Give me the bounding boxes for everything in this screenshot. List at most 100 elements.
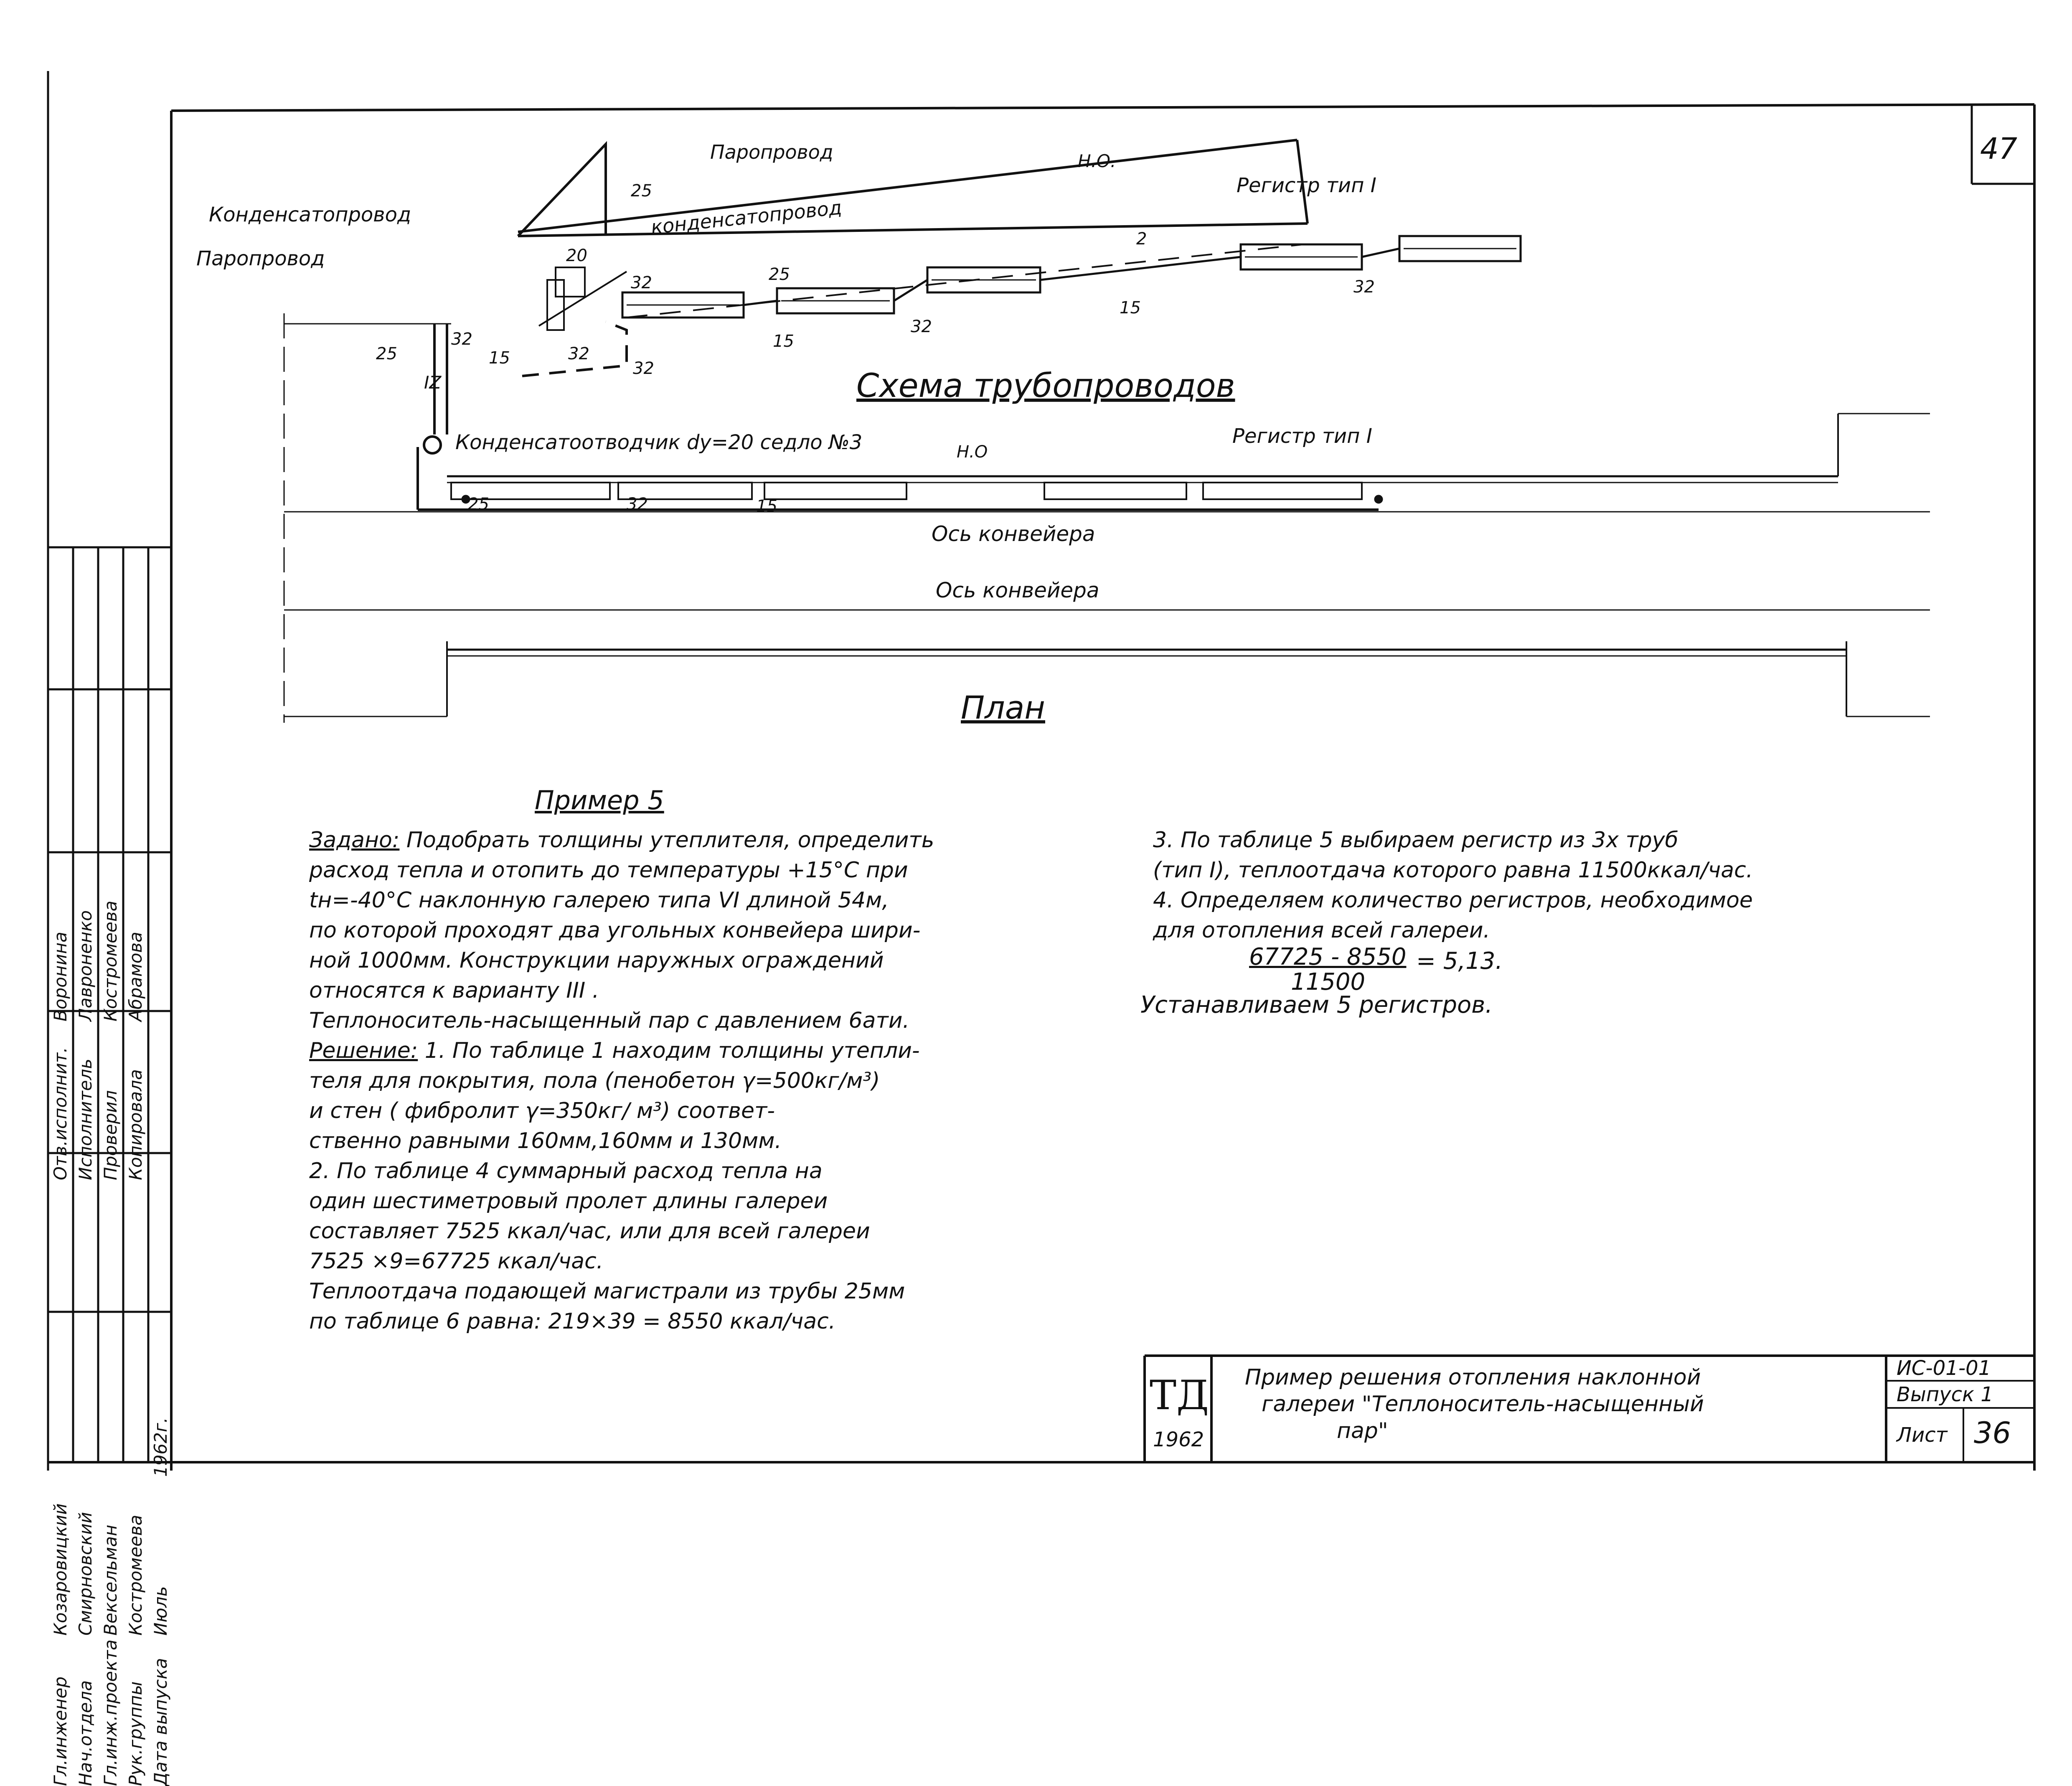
- formula-numerator: 67725 - 8550: [1249, 943, 1407, 970]
- title-block-issue: Выпуск 1: [1897, 1383, 1993, 1406]
- label-trap: Конденсатоотводчик dу=20 седло №3: [455, 431, 862, 454]
- stamp-role: Гл.инж.проекта: [100, 1639, 121, 1786]
- given-line: относятся к варианту III .: [309, 978, 599, 1003]
- title-block-code: ИС-01-01: [1897, 1357, 1991, 1380]
- sheet-label: Лист: [1897, 1423, 1948, 1447]
- stamp-name: Абрамова: [125, 932, 146, 1021]
- registers-scheme: [621, 235, 1522, 319]
- stamp-role: Отв.исполнит.: [50, 1047, 71, 1180]
- solution-line: и стен ( фибролит γ=350кг/ м³) соответ-: [309, 1098, 775, 1123]
- pipe-sizes-scheme: 25 20 32 32 25 32 15 25 15 32 2 15 32 32: [376, 181, 1375, 378]
- pipe-size-label: 15: [756, 497, 777, 516]
- stamp-role: Нач.отдела: [75, 1680, 96, 1786]
- stamp-role: Проверил: [100, 1090, 121, 1180]
- stamp2-row-4: Копировала Абрамова: [125, 265, 150, 1180]
- formula-result: = 5,13.: [1416, 948, 1503, 975]
- given-line: расход тепла и отопить до температуры +1…: [309, 858, 908, 883]
- title-block-year: 1962: [1153, 1428, 1204, 1451]
- solution-text: 1. По таблице 1 находим толщины утепли-: [424, 1038, 920, 1063]
- title-block-description: Пример решения отопления наклонной галер…: [1245, 1364, 1704, 1444]
- pipe-size-label: 2: [1136, 229, 1147, 249]
- pipe-size-label: 32: [631, 273, 652, 292]
- plan-upper: [284, 413, 1930, 513]
- riser-tag: IZ: [424, 372, 442, 393]
- pipe-size-label: 15: [1120, 298, 1141, 318]
- description-line: галереи "Теплоноситель-насыщенный: [1262, 1392, 1704, 1417]
- pipe-sizes-plan: 25 32 15: [468, 495, 777, 516]
- given-label: Задано:: [309, 828, 400, 853]
- stamp-role: Рук.группы: [125, 1681, 146, 1786]
- label-register-plan: Регистр тип I: [1232, 424, 1372, 448]
- sheet-number: 36: [1974, 1416, 2011, 1450]
- right-line: 3. По таблице 5 выбираем регистр из 3х т…: [1153, 828, 1678, 853]
- drawing-sheet: 47: [47, 71, 2036, 1471]
- solution-line: по таблице 6 равна: 219×39 = 8550 ккал/ч…: [309, 1309, 836, 1334]
- right-line: 4. Определяем количество регистров, необ…: [1153, 888, 1753, 913]
- label-steam-left: Паропровод: [196, 247, 325, 270]
- pipe-size-label: 32: [627, 495, 648, 514]
- stamp-name: Костромеева: [125, 1514, 146, 1636]
- pipe-size-label: 15: [489, 348, 510, 368]
- title-block-org: ТД: [1150, 1372, 1209, 1419]
- pipe-size-label: 32: [1353, 277, 1375, 297]
- plan-lower: [284, 609, 1930, 717]
- stamp-role: Исполнитель: [75, 1058, 96, 1180]
- example-heading: Пример 5: [535, 785, 664, 816]
- pipe-size-label: 25: [631, 181, 652, 201]
- example-left-block: Задано: Подобрать толщины утеплителя, оп…: [309, 825, 934, 1336]
- stamp-table: [47, 546, 173, 1463]
- given-text: Подобрать толщины утеплителя, определить: [406, 828, 934, 853]
- pipe-size-label: 32: [568, 344, 589, 363]
- pipe-size-label: 25: [468, 495, 489, 514]
- pipe-size-label: 25: [769, 265, 790, 284]
- stamp-role: Копировала: [125, 1069, 146, 1180]
- stamp-name: Козаровицкий: [50, 1503, 71, 1636]
- conclusion: Устанавливаем 5 регистров.: [1140, 991, 1493, 1019]
- label-no-top: Н.О.: [1078, 151, 1116, 171]
- right-line: для отопления всей галереи.: [1153, 918, 1491, 943]
- given-line: Задано: Подобрать толщины утеплителя, оп…: [309, 825, 934, 855]
- given-line: по которой проходят два угольных конвейе…: [309, 918, 921, 943]
- solution-line: 2. По таблице 4 суммарный расход тепла н…: [309, 1158, 823, 1184]
- label-steam-top: Паропровод: [710, 141, 833, 163]
- scheme-title: Схема трубопроводов: [856, 367, 1235, 405]
- stamp2-row-2: Исполнитель Лавроненко: [75, 265, 100, 1180]
- description-line: пар": [1337, 1418, 1388, 1443]
- pipe-scheme: [283, 139, 1522, 723]
- solution-line: теля для покрытия, пола (пенобетон γ=500…: [309, 1068, 880, 1093]
- example-right-block: 3. По таблице 5 выбираем регистр из 3х т…: [1153, 825, 1753, 945]
- formula-denominator: 11500: [1291, 968, 1366, 996]
- solution-label: Решение:: [309, 1038, 418, 1063]
- pipe-size-label: 20: [566, 246, 587, 265]
- stamp-role: Дата выпуска: [150, 1658, 171, 1786]
- right-line: (тип I), теплоотдача которого равна 1150…: [1153, 858, 1753, 883]
- stamp2-row-1: Отв.исполнит. Воронина: [50, 265, 75, 1180]
- pipe-size-label: 15: [773, 332, 794, 351]
- pipe-size-label: 25: [376, 344, 397, 363]
- stamp-name: Костромеева: [100, 900, 121, 1021]
- stamp-name: Лавроненко: [75, 910, 96, 1021]
- solution-line: 7525 ×9=67725 ккал/час.: [309, 1249, 604, 1274]
- label-no-plan: Н.О: [957, 442, 988, 462]
- given-line: ной 1000мм. Конструкции наружных огражде…: [309, 948, 884, 973]
- conveyor-axis-1: Ось конвейера: [932, 522, 1095, 546]
- stamp-name: Воронина: [50, 932, 71, 1021]
- stamp-name: Июль: [150, 1586, 171, 1636]
- label-condensate-left: Конденсатопровод: [209, 203, 411, 226]
- pipe-size-label: 32: [911, 317, 932, 336]
- page-number: 47: [1980, 132, 2017, 166]
- conveyor-axis-2: Ось конвейера: [936, 578, 1099, 602]
- given-line: tн=-40°С наклонную галерею типа VI длино…: [309, 888, 889, 913]
- pipe-size-label: 32: [451, 330, 472, 349]
- stamp2-row-3: Проверил Костромеева: [100, 265, 125, 1180]
- solution-line: ственно равными 160мм,160мм и 130мм.: [309, 1128, 782, 1153]
- stamp-row-5: Дата выпуска Июль 1962г.: [150, 871, 175, 1786]
- solution-line: один шестиметровый пролет длины галереи: [309, 1189, 828, 1214]
- solution-line: Теплоотдача подающей магистрали из трубы…: [309, 1279, 905, 1304]
- stamp-role: Гл.инженер: [50, 1677, 71, 1786]
- label-register-top: Регистр тип I: [1237, 174, 1376, 197]
- plan-title: План: [961, 689, 1045, 726]
- stamp-date: 1962г.: [150, 1417, 171, 1477]
- description-line: Пример решения отопления наклонной: [1245, 1365, 1701, 1390]
- stamp-name: Смирновский: [75, 1512, 96, 1636]
